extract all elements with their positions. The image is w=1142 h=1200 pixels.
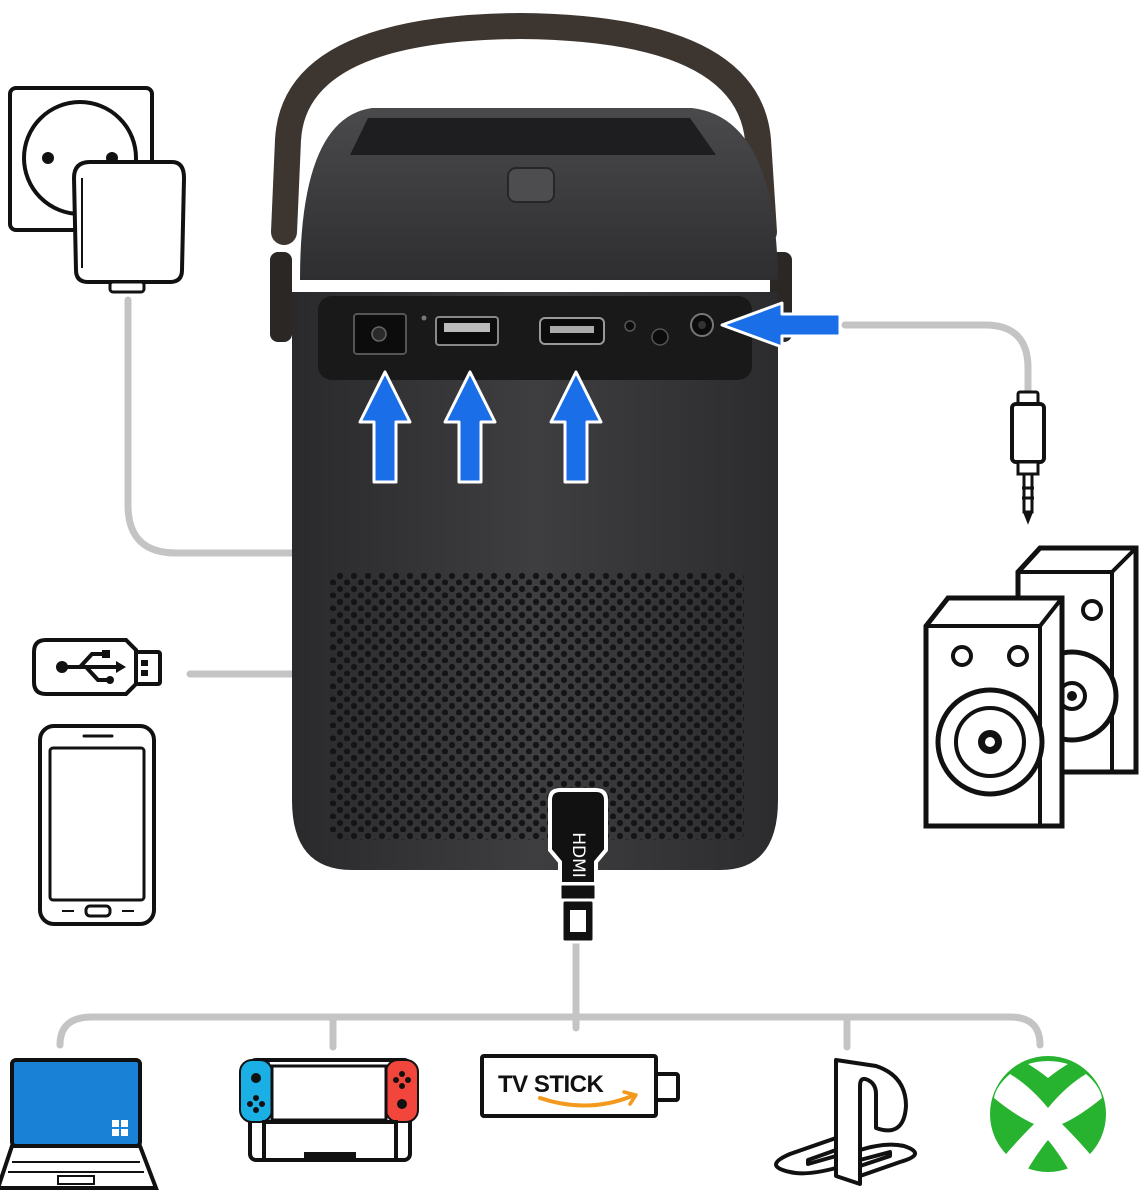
device-bus (56, 1013, 1044, 1049)
audio-arrow (720, 301, 842, 349)
windows-logo-icon (112, 1120, 128, 1136)
usb-stick-icon (32, 638, 162, 696)
audio-out-port-inner (698, 321, 706, 329)
playstation-icon (774, 1058, 917, 1186)
top-button (507, 167, 555, 203)
connection-arrows (358, 301, 842, 484)
projector-handle (271, 12, 777, 245)
laptop-icon (0, 1058, 159, 1190)
tv-stick-icon: TV STICK (480, 1054, 680, 1118)
hdmi-port-contacts (550, 326, 594, 333)
hdmi-label: HDMI (568, 832, 588, 878)
nintendo-switch-icon (239, 1058, 419, 1162)
hdmi-connector-icon: HDMI (548, 788, 608, 944)
smile-arrow-icon (538, 1094, 634, 1108)
usb-port-tongue (444, 323, 490, 332)
status-led (421, 315, 427, 321)
speakers-icon (923, 545, 1139, 829)
audio-cable (841, 321, 1032, 396)
xbox-icon (990, 1056, 1106, 1173)
tv-stick-label: TV STICK (498, 1071, 605, 1098)
power-adapter-icon (71, 160, 187, 294)
projector (270, 12, 792, 870)
smartphone-icon (38, 724, 156, 926)
hdmi-arrow (549, 370, 603, 484)
port-panel (318, 296, 752, 380)
speaker-grille (330, 572, 744, 840)
handle-mount-left (270, 252, 292, 342)
usb-arrow (443, 370, 497, 484)
audio-jack-icon (1010, 390, 1046, 525)
reset-hole (624, 320, 636, 332)
usb-symbol-icon (60, 652, 120, 682)
ir-sensor (651, 328, 669, 346)
power-arrow (358, 370, 412, 484)
dc-port-pin (371, 326, 387, 342)
lens-recess (350, 118, 716, 155)
